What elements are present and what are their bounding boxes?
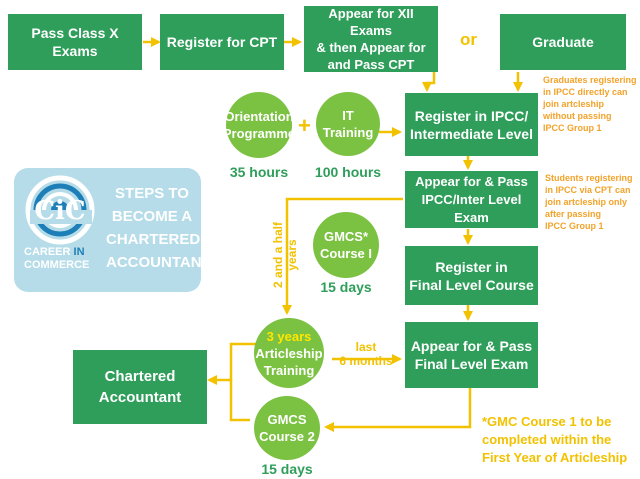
logo-name-line1: CAREER — [24, 246, 71, 258]
register-final-box: Register in Final Level Course — [405, 246, 538, 305]
arrow-to-chartered — [207, 342, 261, 385]
logo-name-line2: COMMERCE — [24, 259, 90, 271]
pass-class-x-box: Pass Class X Exams — [8, 14, 142, 70]
plus-sign: + — [298, 113, 311, 138]
it-training-circle: IT Training — [316, 92, 380, 156]
arrow-ipcc-to-articleship — [282, 197, 403, 315]
appear-ipcc-box: Appear for & Pass IPCC/Inter Level Exam — [405, 171, 538, 228]
gmcs1-label: GMCS* Course I — [319, 229, 372, 261]
or-connector: or — [460, 30, 477, 49]
gmcs1-duration: 15 days — [320, 279, 372, 295]
arrow-final-to-gmcs2 — [324, 388, 472, 432]
appear-final-box: Appear for & Pass Final Level Exam — [405, 322, 538, 388]
register-cpt-box: Register for CPT — [160, 14, 284, 70]
graduate-box: Graduate — [500, 14, 626, 70]
logo-title: STEPS TO BECOME A CHARTERED ACCOUNTANT — [106, 185, 211, 271]
chartered-accountant-box: Chartered Accountant — [73, 350, 207, 424]
gmcs2-label: GMCS Course 2 — [259, 412, 315, 444]
it-training-duration: 100 hours — [314, 164, 382, 180]
register-ipcc-box: Register in IPCC/ Intermediate Level — [405, 93, 538, 156]
articleship-years: 3 years — [266, 328, 312, 344]
gmc-footnote: *GMC Course 1 to be completed within the… — [482, 414, 628, 465]
appear-xii-box: Appear for XII Exams & then Appear for a… — [304, 6, 438, 72]
gmcs2-duration: 15 days — [261, 461, 313, 477]
graduates-note: Graduates registering in IPCC directly c… — [543, 75, 637, 133]
arrow-gmcs2-join — [229, 380, 250, 422]
orientation-label: Orientation Programme — [222, 109, 296, 141]
gmcs1-circle: GMCS* Course I — [313, 212, 379, 278]
students-note: Students registering in IPCC via CPT can… — [545, 173, 633, 231]
logo-name: CAREER IN COMMERCE — [24, 246, 89, 272]
articleship-label: Articleship Training — [255, 345, 323, 378]
logo-name-in: IN — [73, 246, 85, 258]
career-in-commerce-logo — [25, 175, 95, 245]
orientation-circle: Orientation Programme — [222, 92, 296, 158]
arrow-xii-to-ipcc — [422, 72, 436, 92]
orientation-duration: 35 hours — [229, 164, 289, 180]
logo-initials: CiC — [34, 196, 86, 226]
it-training-label: IT Training — [322, 108, 374, 140]
logo-panel: CiC CAREER IN COMMERCE STEPS TO BECOME A… — [14, 168, 211, 292]
last-six-months-label: last 6 months — [339, 340, 393, 368]
gmcs2-circle: GMCS Course 2 — [254, 396, 320, 460]
two-half-years-label: 2 and a half years — [271, 221, 299, 289]
articleship-circle: 3 years Articleship Training — [254, 318, 324, 388]
